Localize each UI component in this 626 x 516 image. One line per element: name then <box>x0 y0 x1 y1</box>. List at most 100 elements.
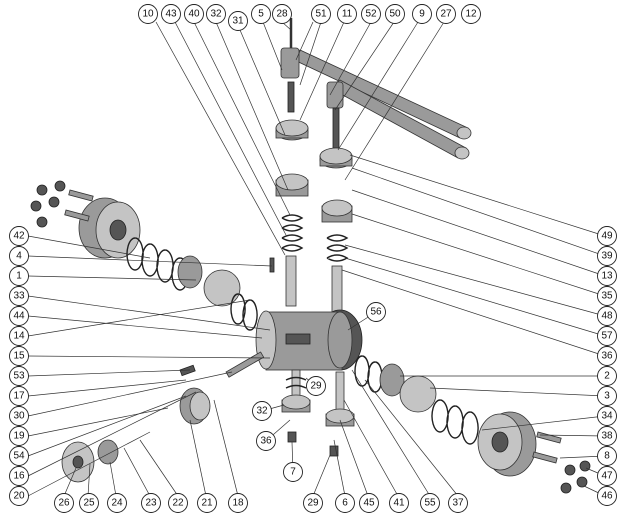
callout-11: 11 <box>337 4 357 24</box>
svg-text:30: 30 <box>13 411 25 422</box>
svg-text:4: 4 <box>16 251 22 262</box>
callout-28: 28 <box>272 4 292 24</box>
callout-51: 51 <box>311 4 331 24</box>
callout-8: 8 <box>597 446 617 466</box>
svg-text:57: 57 <box>601 331 613 342</box>
callout-29-bottom: 29 <box>303 493 323 513</box>
svg-text:32: 32 <box>210 9 222 20</box>
svg-text:42: 42 <box>13 231 25 242</box>
svg-text:14: 14 <box>13 331 25 342</box>
callout-31: 31 <box>228 11 248 31</box>
svg-text:15: 15 <box>13 351 25 362</box>
callout-41: 41 <box>389 493 409 513</box>
callout-13: 13 <box>597 266 617 286</box>
svg-text:36: 36 <box>601 351 613 362</box>
callout-34: 34 <box>597 406 617 426</box>
svg-text:31: 31 <box>232 16 244 27</box>
callout-42: 42 <box>9 226 29 246</box>
callout-38: 38 <box>597 426 617 446</box>
handle-upper <box>280 47 472 140</box>
svg-text:8: 8 <box>604 451 610 462</box>
callout-49: 49 <box>597 226 617 246</box>
svg-text:3: 3 <box>604 391 610 402</box>
svg-text:12: 12 <box>465 9 477 20</box>
svg-text:29: 29 <box>310 381 322 392</box>
callout-24: 24 <box>107 493 127 513</box>
callout-33: 33 <box>9 286 29 306</box>
callout-37: 37 <box>448 493 468 513</box>
valve-body <box>255 309 363 371</box>
svg-text:20: 20 <box>13 491 25 502</box>
callout-2: 2 <box>597 366 617 386</box>
leader-lines <box>27 21 606 497</box>
callout-32-middle: 32 <box>252 401 272 421</box>
callout-18: 18 <box>228 493 248 513</box>
svg-text:28: 28 <box>276 9 288 20</box>
callout-45: 45 <box>359 493 379 513</box>
svg-text:17: 17 <box>13 391 25 402</box>
callout-39: 39 <box>597 246 617 266</box>
gear-drive <box>61 351 265 483</box>
callout-20: 20 <box>9 486 29 506</box>
svg-text:46: 46 <box>601 491 613 502</box>
svg-text:24: 24 <box>111 498 123 509</box>
callout-30: 30 <box>9 406 29 426</box>
callout-29-middle: 29 <box>306 376 326 396</box>
callout-40: 40 <box>184 4 204 24</box>
callout-9: 9 <box>412 4 432 24</box>
svg-text:47: 47 <box>601 471 613 482</box>
svg-text:44: 44 <box>13 311 25 322</box>
svg-text:13: 13 <box>601 271 613 282</box>
callout-14: 14 <box>9 326 29 346</box>
callout-46: 46 <box>597 486 617 506</box>
callout-21: 21 <box>197 493 217 513</box>
svg-text:32: 32 <box>256 406 268 417</box>
callout-26: 26 <box>54 493 74 513</box>
svg-text:50: 50 <box>389 9 401 20</box>
svg-text:48: 48 <box>601 311 613 322</box>
svg-text:19: 19 <box>13 431 25 442</box>
callout-12: 12 <box>461 4 481 24</box>
callout-16: 16 <box>9 466 29 486</box>
svg-text:18: 18 <box>232 498 244 509</box>
svg-text:33: 33 <box>13 291 25 302</box>
callout-54: 54 <box>9 446 29 466</box>
callout-7: 7 <box>283 462 303 482</box>
callout-48: 48 <box>597 306 617 326</box>
svg-text:41: 41 <box>393 498 405 509</box>
svg-text:10: 10 <box>142 9 154 20</box>
right-seat-group <box>354 355 591 494</box>
right-stem-stack <box>319 107 353 317</box>
svg-text:27: 27 <box>440 9 452 20</box>
callout-47: 47 <box>597 466 617 486</box>
callout-36-right: 36 <box>597 346 617 366</box>
callouts: 10 43 40 32 31 5 28 51 11 52 50 9 27 12 … <box>9 4 617 513</box>
svg-text:29: 29 <box>307 498 319 509</box>
callout-5: 5 <box>251 4 271 24</box>
svg-text:25: 25 <box>83 498 95 509</box>
callout-22: 22 <box>168 493 188 513</box>
callout-43: 43 <box>161 4 181 24</box>
svg-text:36: 36 <box>260 436 272 447</box>
svg-text:52: 52 <box>365 9 377 20</box>
callout-52: 52 <box>361 4 381 24</box>
svg-text:53: 53 <box>13 371 25 382</box>
svg-text:43: 43 <box>165 9 177 20</box>
svg-text:6: 6 <box>342 498 348 509</box>
callout-17: 17 <box>9 386 29 406</box>
callout-15: 15 <box>9 346 29 366</box>
callout-10: 10 <box>138 4 158 24</box>
svg-text:16: 16 <box>13 471 25 482</box>
svg-text:2: 2 <box>604 371 610 382</box>
callout-6: 6 <box>335 493 355 513</box>
svg-text:34: 34 <box>601 411 613 422</box>
svg-text:21: 21 <box>201 498 213 509</box>
callout-56: 56 <box>366 302 386 322</box>
callout-4: 4 <box>9 246 29 266</box>
callout-35: 35 <box>597 286 617 306</box>
callout-1: 1 <box>9 266 29 286</box>
callout-25: 25 <box>79 493 99 513</box>
left-seat-group <box>126 237 258 331</box>
